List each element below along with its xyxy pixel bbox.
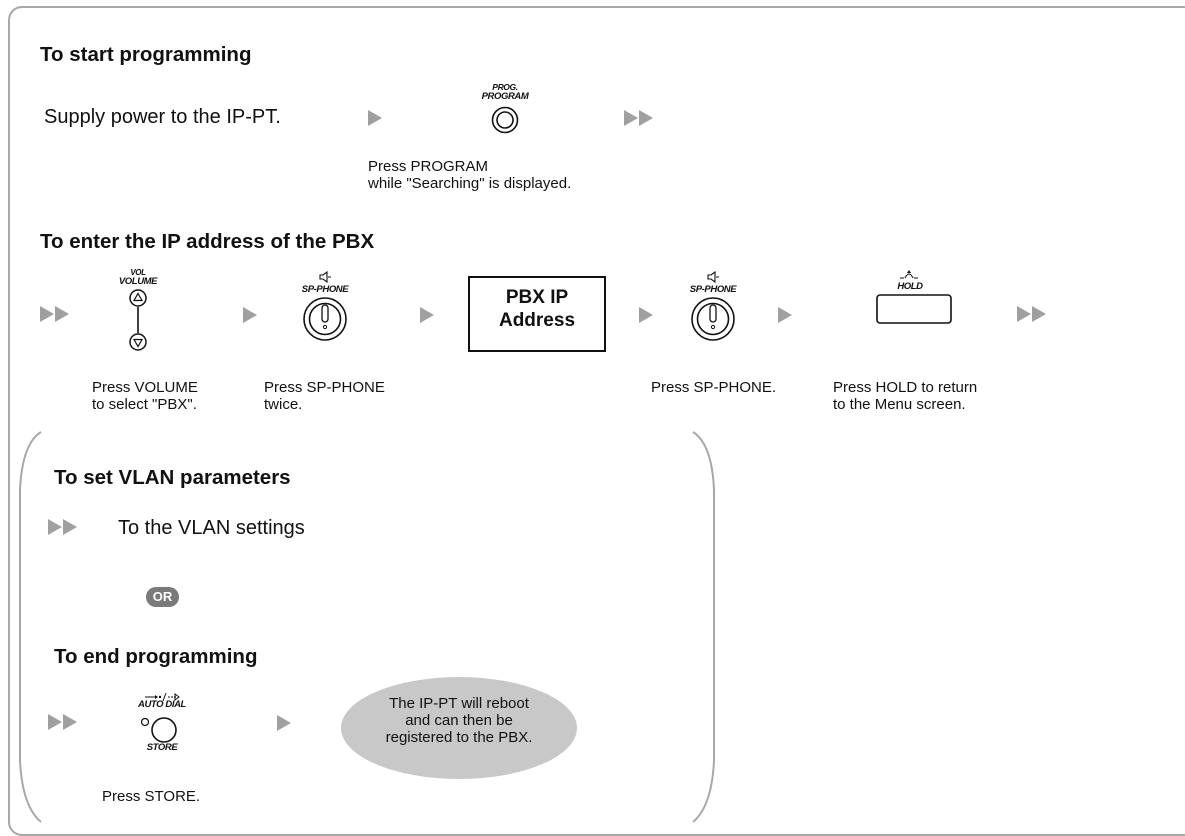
program-small-label: PROG.: [492, 82, 518, 92]
store-caption: Press STORE.: [102, 788, 201, 805]
right-bracket: [690, 430, 720, 829]
pbx-box-line1: PBX IP: [505, 287, 569, 308]
sp-phone-label-2: SP-PHONE: [689, 284, 737, 295]
arrow-right-icon: [778, 307, 792, 323]
pbx-ip-address-box: PBX IP Address: [468, 276, 606, 352]
sp-phone-button-icon[interactable]: [302, 296, 348, 347]
led-indicator-icon: [140, 714, 150, 732]
double-arrow-right-icon: [624, 110, 654, 126]
sp-caption-line2: twice.: [264, 396, 303, 413]
sp-phone-label: SP-PHONE: [301, 284, 349, 295]
oval-line1: The IP-PT will reboot: [389, 695, 529, 712]
heading-start-programming: To start programming: [40, 43, 252, 66]
arrow-right-icon: [368, 110, 382, 126]
volume-button-icon[interactable]: [128, 289, 148, 362]
hold-caption-line1: Press HOLD to return: [833, 379, 978, 396]
pbx-box-line2: Address: [498, 310, 576, 331]
hold-symbol-icon: [898, 268, 920, 286]
hold-button-icon[interactable]: [876, 294, 952, 329]
program-label: PROGRAM: [481, 91, 529, 102]
volume-caption-line1: Press VOLUME: [92, 379, 198, 396]
store-label: STORE: [146, 742, 178, 753]
sp-caption-line1: Press SP-PHONE: [264, 379, 385, 396]
oval-line3: registered to the PBX.: [385, 729, 533, 746]
double-arrow-right-icon: [48, 519, 78, 535]
hold-caption-line2: to the Menu screen.: [833, 396, 966, 413]
heading-enter-ip: To enter the IP address of the PBX: [40, 230, 375, 253]
heading-end-programming: To end programming: [54, 645, 258, 668]
diagram-frame: [8, 6, 1185, 836]
speaker-icon: [318, 270, 332, 289]
left-bracket: [14, 430, 44, 829]
volume-label: VOLUME: [118, 276, 158, 287]
sp-phone-button-icon[interactable]: [690, 296, 736, 347]
reboot-message-oval: The IP-PT will reboot and can then be re…: [341, 677, 577, 779]
program-caption-line1: Press PROGRAM: [368, 158, 489, 175]
heading-vlan: To set VLAN parameters: [54, 466, 291, 489]
arrow-right-icon: [420, 307, 434, 323]
arrow-right-icon: [277, 715, 291, 731]
auto-dial-button-icon[interactable]: [150, 716, 178, 749]
or-badge: OR: [146, 587, 179, 607]
vlan-settings-text: To the VLAN settings: [118, 517, 305, 539]
step-supply-power: Supply power to the IP-PT.: [44, 106, 281, 128]
program-caption-line2: while "Searching" is displayed.: [368, 175, 572, 192]
speaker-icon: [706, 270, 720, 289]
oval-line2: and can then be: [405, 712, 513, 729]
arrow-right-icon: [243, 307, 257, 323]
double-arrow-right-icon: [48, 714, 78, 730]
arrow-right-icon: [639, 307, 653, 323]
double-arrow-right-icon: [40, 306, 70, 322]
program-button-icon[interactable]: [491, 106, 519, 139]
auto-dial-symbol-icon: [144, 689, 180, 707]
double-arrow-right-icon: [1017, 306, 1047, 322]
volume-caption-line2: to select "PBX".: [92, 396, 197, 413]
sp-caption-2: Press SP-PHONE.: [651, 379, 777, 396]
hold-label: HOLD: [897, 281, 923, 292]
volume-small-label: VOL: [130, 268, 146, 277]
auto-dial-label: AUTO DIAL: [138, 699, 186, 710]
